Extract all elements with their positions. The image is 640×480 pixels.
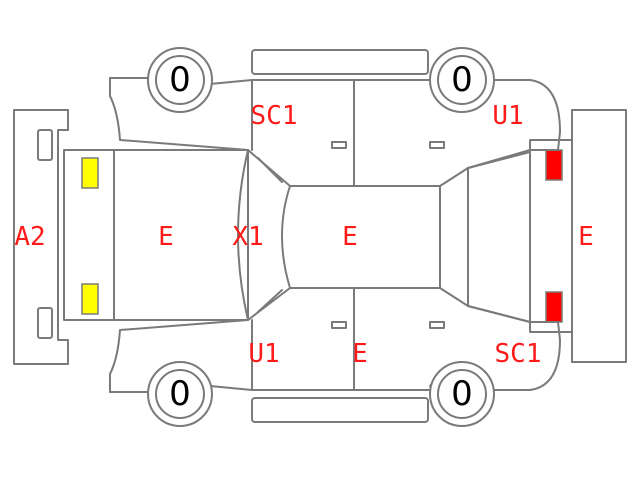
front-lamp-bottom [81,283,99,315]
wheel-front-left-value: 0 [169,60,191,100]
rear-lamp-panel [529,139,573,333]
bottom-roof-rail [251,397,429,423]
front-bumper [13,109,69,365]
wheel-rear-right-value: 0 [451,374,473,414]
code-bottom-left-door: U1 [248,339,279,369]
rear-lamp-top [545,149,563,181]
code-rear-panel: E [578,222,594,252]
code-top-left-door: SC1 [251,101,298,131]
wheel-front-right: 0 [429,47,495,113]
code-roof: E [342,222,358,252]
front-lamp-top [81,157,99,189]
code-bottom-right-quarter: SC1 [495,339,542,369]
top-roof-rail [251,49,429,75]
rear-bumper [571,109,627,363]
front-lamp-panel [63,149,115,321]
rear-lamp-bottom [545,291,563,323]
code-bottom-rear-door: E [352,339,368,369]
code-windshield: X1 [232,222,263,252]
wheel-rear-left: 0 [147,361,213,427]
hood [113,149,249,321]
wheel-front-right-value: 0 [451,60,473,100]
rear-glass [439,151,531,323]
code-front-bumper: A2 [14,222,45,252]
wheel-front-left: 0 [147,47,213,113]
code-hood: E [158,222,174,252]
wheel-rear-left-value: 0 [169,374,191,414]
roof [289,185,441,289]
windshield [237,149,291,321]
wheel-rear-right: 0 [429,361,495,427]
code-top-right-quarter: U1 [492,101,523,131]
